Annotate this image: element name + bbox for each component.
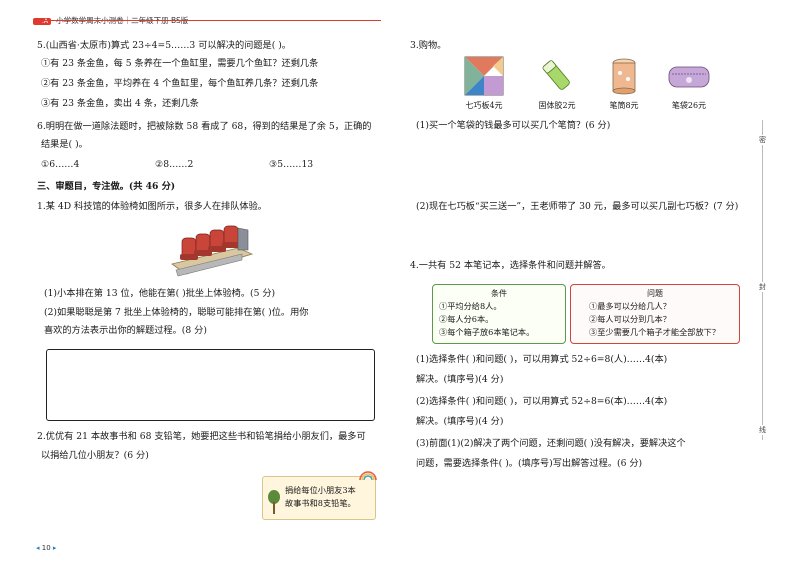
q5-option-3: ③有 23 条金鱼，卖出 4 条，还剩几条 [41,98,199,109]
question-3: ③至少需要几个箱子才能全部放下？ [589,327,721,337]
q4-part-1-line2: 解决。(填序号)(4 分) [416,374,504,385]
q4-part-3-line2: 问题，需要选择条件( )。(填序号)写出解答过程。(6 分) [416,458,643,469]
q6-stem-line2: 结果是( )。 [41,139,88,150]
q4-part-2-line1: (2)选择条件( )和问题( )，可以用算式 52÷8=6(本)……4(本) [416,396,668,407]
question-2: ②每人可以分到几本？ [589,314,671,324]
condition-2: ②每人分6本。 [439,314,494,324]
q1-part-2-line2: 喜欢的方法表示出你的解题过程。(8 分) [44,325,207,336]
q6-option-1: ①6……4 [41,159,80,170]
q5-option-1: ①有 23 条金鱼，每 5 条养在一个鱼缸里，需要几个鱼缸？还剩几条 [41,58,319,69]
q3-title: 3.购物。 [410,40,447,51]
rainbow-icon [359,471,377,481]
prev-page-arrow-icon: ◂ [36,544,40,552]
page-number: ◂ 10 ▸ [36,544,56,552]
q2-hint-line1: 捐给每位小朋友3本 [285,485,356,495]
q2-hint-line2: 故事书和8支铅笔。 [285,498,356,508]
q1-part-1: (1)小本排在第 13 位，他能在第( )批坐上体验椅。(5 分) [44,288,276,299]
q3-part-2: (2)现在七巧板“买三送一”，王老师带了 30 元，最多可以买几副七巧板？(7 … [416,201,739,212]
q6-option-2: ②8……2 [155,159,194,170]
q2-stem-line2: 以捐给几位小朋友？(6 分) [41,450,149,461]
q3-part-1: (1)买一个笔袋的钱最多可以买几个笔筒？(6 分) [416,120,611,131]
next-page-arrow-icon: ▸ [52,544,57,552]
binding-char-2: 封 [759,282,766,292]
conditions-title: 条件 [491,289,507,298]
q6-stem-line1: 6.明明在做一道除法题时，把被除数 58 看成了 68，得到的结果是了余 5，正… [37,121,372,132]
q1-part-2-line1: (2)如果聪聪是第 7 批坐上体验椅的，聪聪可能排在第( )位。用你 [44,307,309,318]
binding-char-1: 密 [759,135,766,145]
binding-line [762,120,763,440]
header-rule [33,20,381,21]
header: 一.A 小学数学周末小测卷｜二年级下册 BS版 [33,8,188,27]
q4-part-2-line2: 解决。(填序号)(4 分) [416,416,504,427]
pen-holder-icon [612,58,636,95]
conditions-box: 条件 ①平均分给8人。 ②每人分6本。 ③每个箱子放6本笔记本。 [432,284,566,344]
q2-hint-card: 捐给每位小朋友3本 故事书和8支铅笔。 [262,471,377,520]
questions-box: 问题 ①最多可以分给几人？ ②每人可以分到几本？ ③至少需要几个箱子才能全部放下… [570,284,740,344]
questions-title: 问题 [647,289,663,298]
q2-stem-line1: 2.优优有 21 本故事书和 68 支铅笔，她要把这些书和铅笔捐给小朋友们，最多… [37,431,366,442]
q1-stem: 1.某 4D 科技馆的体验椅如图所示，很多人在排队体验。 [37,201,267,212]
page-number-text: 10 [41,544,51,552]
item-label-pen-holder: 笔筒8元 [609,101,639,110]
tree-icon [268,490,280,514]
q5-stem: 5.(山西省·太原市)算式 23÷4=5……3 可以解决的问题是( )。 [37,40,291,51]
glue-stick-icon [542,60,570,90]
item-label-glue: 固体胶2元 [538,101,576,110]
experience-chairs-illustration [171,225,254,277]
q1-answer-box[interactable] [46,349,375,421]
q4-part-1-line1: (1)选择条件( )和问题( )，可以用算式 52÷6=8(人)……4(本) [416,354,668,365]
tangram-icon [464,56,504,96]
q6-option-3: ③5……13 [269,159,314,170]
item-label-pencil-case: 笔袋26元 [671,101,707,110]
header-badge: 一.A [33,18,52,25]
q5-option-2: ②有 23 条金鱼，平均养在 4 个鱼缸里，每个鱼缸养几条？还剩几条 [41,78,319,89]
section-3-title: 三、审题目，专注做。(共 46 分) [37,181,176,192]
question-1: ①最多可以分给几人？ [589,301,671,311]
q4-part-3-line1: (3)前面(1)(2)解决了两个问题，还剩问题( )没有解决，要解决这个 [416,438,686,449]
binding-char-3: 线 [759,425,766,435]
pencil-case-icon [668,66,710,88]
condition-1: ①平均分给8人。 [439,301,502,311]
item-label-tangram: 七巧板4元 [465,101,503,110]
q4-title: 4.一共有 52 本笔记本，选择条件和问题并解答。 [410,260,611,271]
condition-3: ③每个箱子放6本笔记本。 [439,327,535,337]
